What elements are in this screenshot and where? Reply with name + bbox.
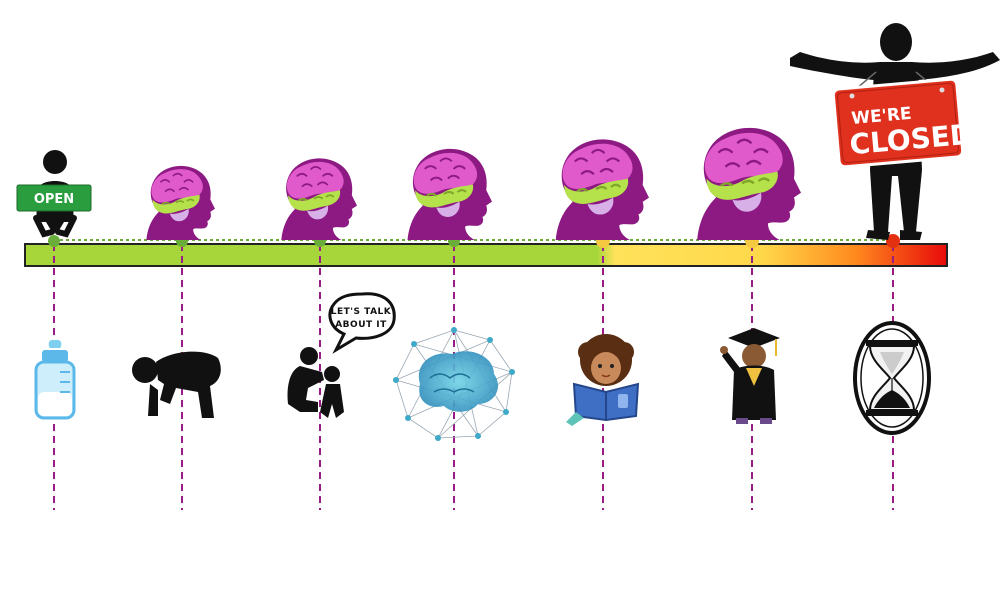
baby-head xyxy=(43,150,67,174)
brain-head-1 xyxy=(145,165,216,241)
brain-head-5 xyxy=(695,126,803,242)
graduate-icon xyxy=(720,328,780,424)
baby-open-figure: OPEN xyxy=(16,150,92,238)
crawling-baby-icon xyxy=(132,351,221,418)
timeline-node-7 xyxy=(886,234,900,248)
open-sign-text: OPEN xyxy=(34,192,74,207)
adult-closed-figure: WE'RE CLOSED xyxy=(790,23,1000,240)
timeline-bar xyxy=(24,243,948,267)
network-brain-icon xyxy=(393,327,515,441)
closed-sign xyxy=(831,77,965,169)
hourglass-icon xyxy=(853,321,931,435)
speech-bubble-line2: ABOUT IT xyxy=(335,320,387,330)
timeline-node-1 xyxy=(48,235,60,247)
brain-head-4 xyxy=(554,138,651,242)
child-reading-book-icon xyxy=(566,334,640,426)
speech-bubble-line1: LET'S TALK xyxy=(331,307,392,317)
speech-bubble: LET'S TALK ABOUT IT xyxy=(328,292,396,354)
baby-bottle-icon xyxy=(34,340,76,420)
adult-talking-child-icon: LET'S TALK ABOUT IT xyxy=(287,292,396,418)
brain-head-3 xyxy=(406,147,493,241)
brain-head-2 xyxy=(280,157,358,241)
open-sign xyxy=(16,184,92,212)
adult-head xyxy=(880,23,912,61)
